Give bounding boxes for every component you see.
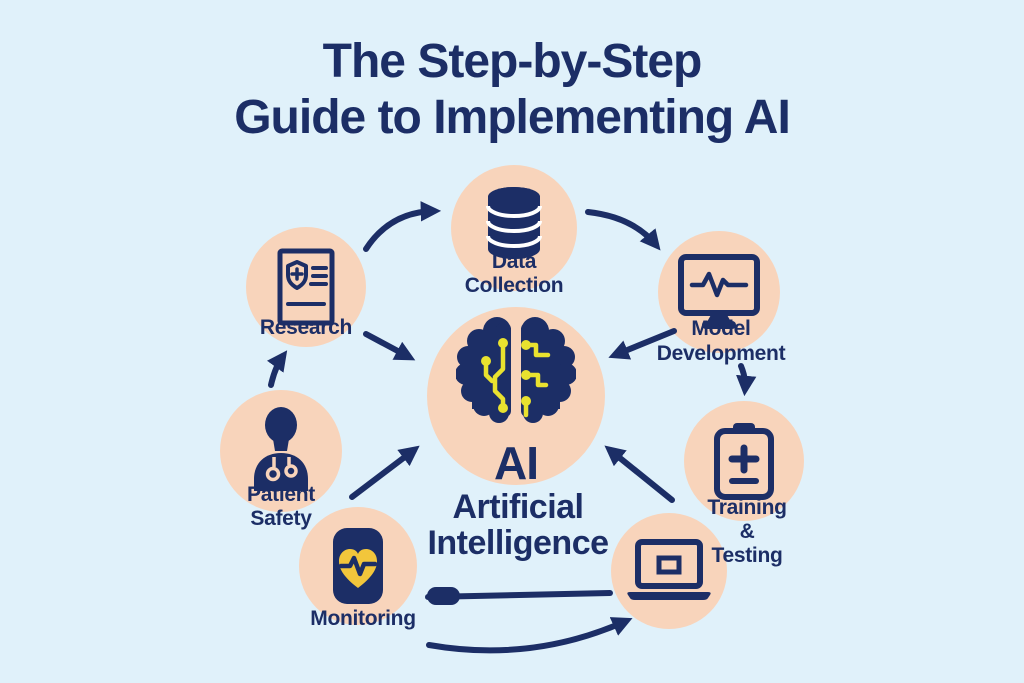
page-title-line1: The Step-by-Step	[322, 35, 703, 88]
laptop-icon	[627, 539, 711, 600]
page-title: The Step-by-Step Guide to Implementing A…	[0, 34, 1024, 146]
node-data-collection	[451, 165, 577, 291]
database-icon	[486, 187, 542, 259]
node-model-development	[658, 231, 780, 353]
node-data-collection-label: Data Collection	[464, 250, 564, 297]
doctor-icon	[254, 407, 308, 491]
arrow-patient-safety-to-research	[266, 350, 288, 388]
node-monitoring	[299, 507, 417, 625]
arrow-deployment-to-ai-center	[604, 445, 675, 503]
arrow-model-development-to-training-testing	[736, 363, 757, 397]
ai-name-label: Artificial Intelligence	[427, 488, 609, 562]
arrow-research-to-data-collection	[363, 201, 442, 252]
monitor-pulse-icon	[678, 254, 760, 329]
node-deployment	[611, 513, 727, 629]
ai-abbr-label: AI	[494, 437, 539, 489]
arrow-data-collection-to-model-development	[585, 209, 661, 251]
phone-heart-icon	[333, 528, 383, 604]
arrow-monitoring-to-ai-center	[349, 445, 420, 500]
document-shield-icon	[277, 248, 335, 326]
page-title-line2: Guide to Implementing AI	[234, 91, 791, 144]
arrow-monitoring-to-deployment	[426, 617, 633, 654]
node-training-testing-label: Training & Testing	[707, 496, 787, 567]
brain-circuit-icon	[456, 317, 576, 429]
node-research-label: Research	[259, 316, 353, 339]
node-patient-safety	[220, 390, 342, 512]
node-training-testing	[684, 401, 804, 521]
node-ai-center	[427, 307, 605, 485]
clipboard-plus-icon	[714, 423, 774, 500]
node-monitoring-label: Monitoring	[310, 607, 416, 630]
arrow-research-to-ai-center	[363, 331, 416, 361]
node-model-development-label: Model Development	[656, 317, 786, 365]
ai-name-line2: Intelligence	[427, 524, 609, 562]
node-research	[246, 227, 366, 347]
ai-name-line1: Artificial	[452, 488, 584, 526]
cable-graphic	[425, 587, 613, 605]
node-patient-safety-label: Patient Safety	[247, 483, 315, 530]
